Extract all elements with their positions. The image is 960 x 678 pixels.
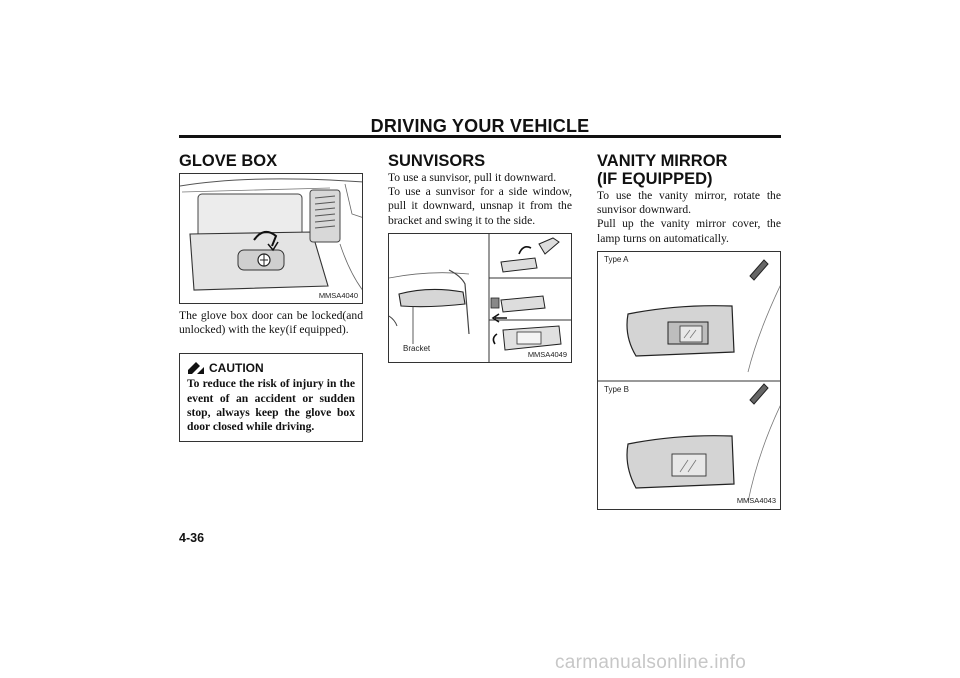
caution-pencil-icon [188, 362, 204, 375]
bracket-label: Bracket [403, 343, 431, 353]
caution-text: To reduce the risk of injury in the even… [187, 377, 355, 434]
glove-box-figure: MMSA4040 [179, 173, 363, 304]
vanity-mirror-heading-line2: (IF EQUIPPED) [597, 170, 713, 188]
caution-header: CAUTION [187, 361, 355, 375]
glove-box-heading: GLOVE BOX [179, 152, 278, 170]
vanity-mirror-heading-line1: VANITY MIRROR [597, 152, 728, 170]
glove-box-figure-code: MMSA4040 [318, 291, 358, 300]
sunvisors-heading: SUNVISORS [388, 152, 486, 170]
sunvisors-text-1: To use a sunvisor, pull it downward. [388, 171, 557, 184]
glove-box-illustration [180, 178, 362, 291]
vanity-mirror-figure-code: MMSA4043 [736, 495, 776, 505]
watermark: carmanualsonline.info [555, 652, 747, 673]
glove-box-text: The glove box door can be locked(and unl… [179, 309, 363, 337]
vanity-mirror-text-1: To use the vanity mirror, rotate the sun… [597, 189, 781, 217]
sunvisors-figure: Bracket MMSA4049 [388, 232, 572, 363]
page-number: 4-36 [179, 531, 205, 545]
vanity-mirror-column: VANITY MIRROR (IF EQUIPPED) To use the v… [597, 152, 781, 510]
sunvisors-figure-code: MMSA4049 [527, 349, 567, 359]
sunvisors-illustration [389, 233, 571, 362]
glove-box-column: GLOVE BOX MMSA4040 The glove box door ca… [179, 152, 363, 443]
vanity-mirror-figure: Type A Type B MMSA4043 [597, 250, 781, 510]
vanity-mirror-illustration [598, 259, 780, 502]
section-header: DRIVING YOUR VEHICLE [370, 116, 590, 136]
sunvisors-text-2: To use a sunvisor for a side window, pul… [388, 185, 572, 227]
sunvisors-column: SUNVISORS To use a sunvisor, pull it dow… [388, 152, 572, 363]
type-a-label: Type A [604, 254, 629, 264]
type-b-label: Type B [604, 384, 629, 394]
header-rule [179, 135, 781, 138]
vanity-mirror-text-2: Pull up the vanity mirror cover, the lam… [597, 217, 781, 245]
caution-box: CAUTION To reduce the risk of injury in … [179, 353, 363, 443]
caution-title: CAUTION [209, 361, 264, 376]
